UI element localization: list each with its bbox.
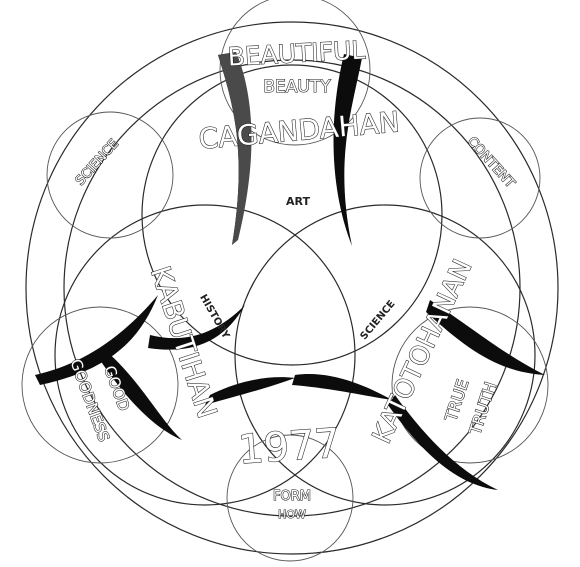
- label-true: TRUE: [441, 377, 473, 424]
- label-form: FORM: [273, 489, 311, 504]
- label-art: ART: [286, 195, 310, 208]
- label-science-center: SCIENCE: [359, 298, 398, 342]
- label-science-outer: SCIENCE: [73, 137, 122, 189]
- label-cagandahan: CAGANDAHAN: [197, 105, 401, 155]
- label-beauty: BEAUTY: [263, 77, 331, 97]
- content-circle: [420, 118, 540, 238]
- label-content: CONTENT: [464, 134, 517, 191]
- label-year: 1977: [237, 421, 342, 474]
- label-how: HOW: [278, 508, 306, 521]
- science-circle: [47, 112, 173, 238]
- label-katotohanan: KATOTOHANAN: [367, 255, 478, 448]
- outer-circle: [26, 22, 558, 554]
